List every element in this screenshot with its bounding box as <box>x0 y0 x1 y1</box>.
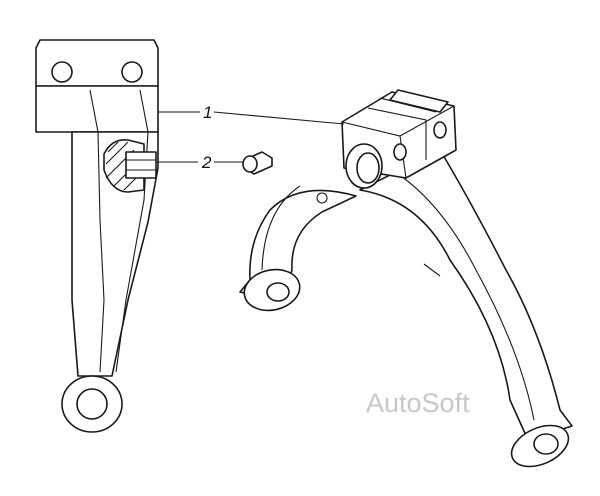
callout-label-1: 1 <box>203 103 212 122</box>
left-pad-hole <box>266 282 290 302</box>
plug-section <box>125 151 157 179</box>
right-pad-hole <box>533 433 559 455</box>
boss-hole-right <box>121 61 143 83</box>
hub-hole-1 <box>393 143 407 161</box>
fork-perspective-view <box>239 89 573 468</box>
watermark-text: AutoSoft <box>366 388 470 418</box>
leader-lines <box>156 111 345 163</box>
fork-side-view <box>35 39 159 433</box>
hub-hole-2 <box>433 121 447 139</box>
callout-label-2: 2 <box>201 153 212 172</box>
plug-part-2 <box>242 151 273 175</box>
boss-hole-left <box>51 61 73 83</box>
lower-eye-hole <box>76 388 108 420</box>
